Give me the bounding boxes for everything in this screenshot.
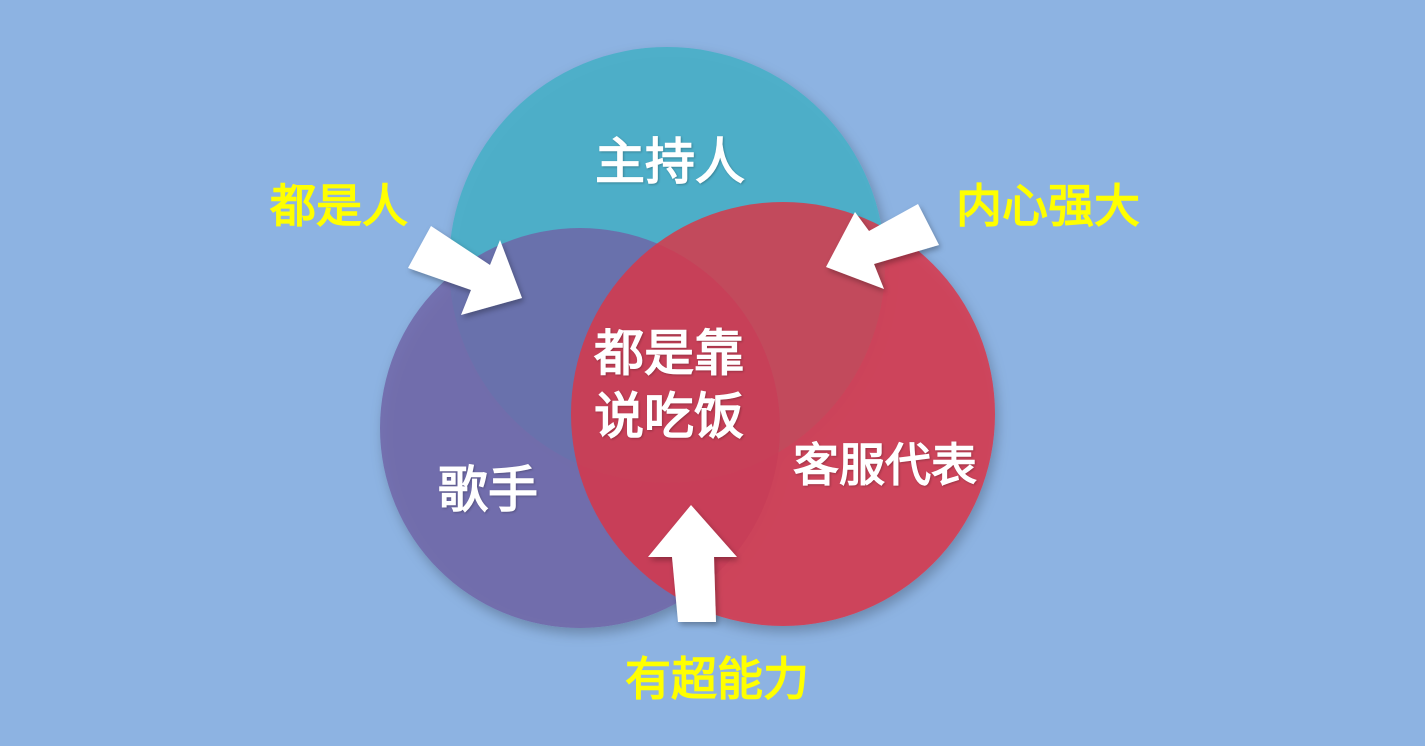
circle-label-singer: 歌手 [438, 461, 538, 519]
arrow-left-icon [408, 226, 522, 315]
center-label: 都是靠 说吃饭 [594, 323, 744, 448]
arrow-right-icon [826, 204, 939, 289]
callout-strong-heart: 内心强大 [956, 179, 1140, 233]
arrow-up-icon [648, 505, 737, 622]
circle-label-host: 主持人 [595, 133, 745, 191]
center-label-line1: 都是靠 [594, 324, 744, 383]
callout-superpower: 有超能力 [625, 652, 809, 706]
circle-label-customer-service: 客服代表 [793, 438, 977, 492]
callout-all-human: 都是人 [270, 179, 408, 233]
circle-customer-service [571, 202, 995, 626]
center-label-line2: 说吃饭 [594, 387, 744, 445]
